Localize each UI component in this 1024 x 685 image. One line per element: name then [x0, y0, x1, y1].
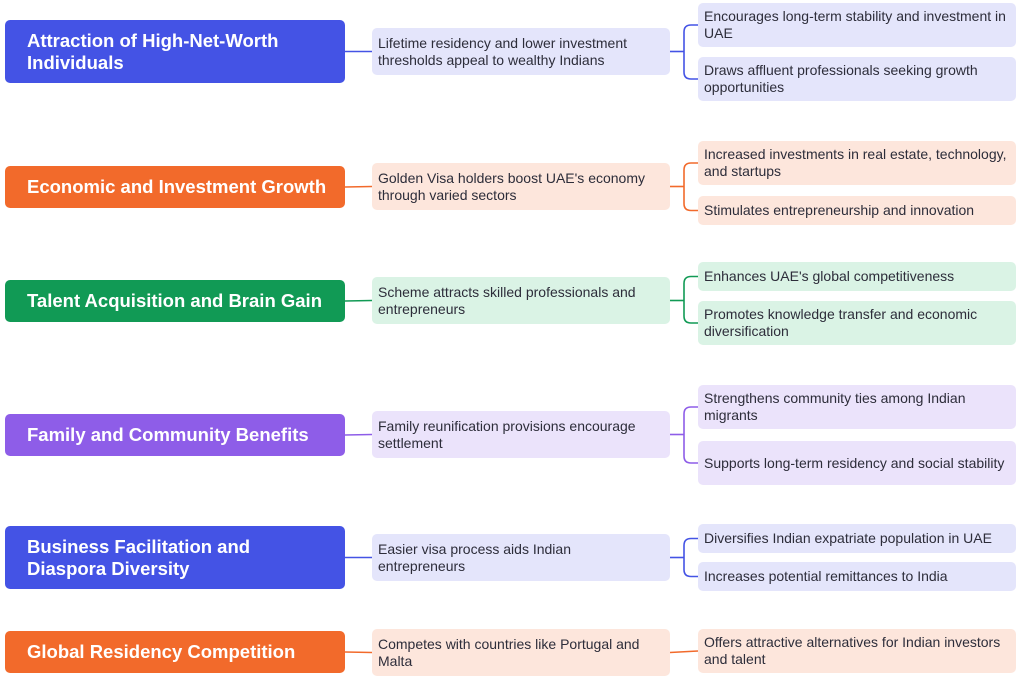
summary-attraction-of-high-net-worth-individuals[interactable]: Lifetime residency and lower investment … — [372, 28, 670, 75]
detail-global-residency-competition-1[interactable]: Offers attractive alternatives for India… — [698, 629, 1016, 673]
connector-topic-talent-acquisition-and-brain-gain — [344, 299, 373, 302]
connector-detail-economic-and-investment-growth-2 — [683, 186, 698, 212]
topic-attraction-of-high-net-worth-individuals[interactable]: Attraction of High-Net-Worth Individuals — [5, 20, 345, 83]
detail-economic-and-investment-growth-1-label: Increased investments in real estate, te… — [704, 146, 1007, 179]
detail-attraction-of-high-net-worth-individuals-2-label: Draws affluent professionals seeking gro… — [704, 62, 978, 95]
connector-detail-talent-acquisition-and-brain-gain-1 — [683, 275, 698, 301]
summary-economic-and-investment-growth[interactable]: Golden Visa holders boost UAE's economy … — [372, 163, 670, 210]
summary-family-and-community-benefits-label: Family reunification provisions encourag… — [378, 417, 636, 451]
topic-talent-acquisition-and-brain-gain-label: Talent Acquisition and Brain Gain — [27, 290, 322, 311]
topic-global-residency-competition-label: Global Residency Competition — [27, 641, 296, 662]
topic-family-and-community-benefits[interactable]: Family and Community Benefits — [5, 414, 345, 456]
summary-global-residency-competition-label: Competes with countries like Portugal an… — [378, 635, 640, 669]
connector-detail-talent-acquisition-and-brain-gain-2 — [683, 300, 698, 324]
connector-topic-global-residency-competition — [344, 651, 373, 654]
connector-detail-global-residency-competition — [669, 650, 699, 654]
summary-talent-acquisition-and-brain-gain[interactable]: Scheme attracts skilled professionals an… — [372, 277, 670, 324]
topic-economic-and-investment-growth[interactable]: Economic and Investment Growth — [5, 166, 345, 208]
summary-talent-acquisition-and-brain-gain-label: Scheme attracts skilled professionals an… — [378, 283, 636, 317]
detail-attraction-of-high-net-worth-individuals-1-label: Encourages long-term stability and inves… — [704, 8, 1006, 41]
topic-attraction-of-high-net-worth-individuals-label: Attraction of High-Net-Worth Individuals — [27, 29, 279, 73]
detail-family-and-community-benefits-1[interactable]: Strengthens community ties among Indian … — [698, 385, 1016, 429]
connector-topic-family-and-community-benefits — [344, 433, 373, 436]
connector-detail-attraction-of-high-net-worth-individuals-1 — [683, 24, 698, 52]
detail-talent-acquisition-and-brain-gain-2[interactable]: Promotes knowledge transfer and economic… — [698, 301, 1016, 345]
connector-detail-family-and-community-benefits-1 — [683, 406, 698, 435]
detail-business-facilitation-and-diaspora-diversity-1[interactable]: Diversifies Indian expatriate population… — [698, 524, 1016, 553]
topic-economic-and-investment-growth-label: Economic and Investment Growth — [27, 176, 327, 197]
detail-attraction-of-high-net-worth-individuals-1[interactable]: Encourages long-term stability and inves… — [698, 3, 1016, 47]
detail-economic-and-investment-growth-2[interactable]: Stimulates entrepreneurship and innovati… — [698, 196, 1016, 225]
connector-detail-economic-and-investment-growth-1 — [683, 162, 698, 187]
topic-talent-acquisition-and-brain-gain[interactable]: Talent Acquisition and Brain Gain — [5, 280, 345, 322]
topic-global-residency-competition[interactable]: Global Residency Competition — [5, 631, 345, 673]
topic-family-and-community-benefits-label: Family and Community Benefits — [27, 424, 309, 445]
connector-detail-family-and-community-benefits-2 — [683, 434, 698, 464]
detail-attraction-of-high-net-worth-individuals-2[interactable]: Draws affluent professionals seeking gro… — [698, 57, 1016, 101]
connector-detail-attraction-of-high-net-worth-individuals-2 — [683, 51, 698, 80]
detail-talent-acquisition-and-brain-gain-1[interactable]: Enhances UAE's global competitiveness — [698, 262, 1016, 291]
summary-business-facilitation-and-diaspora-diversity[interactable]: Easier visa process aids Indian entrepre… — [372, 534, 670, 581]
connector-topic-economic-and-investment-growth — [344, 185, 373, 188]
detail-business-facilitation-and-diaspora-diversity-1-label: Diversifies Indian expatriate population… — [704, 530, 992, 546]
detail-economic-and-investment-growth-1[interactable]: Increased investments in real estate, te… — [698, 141, 1016, 185]
detail-family-and-community-benefits-2[interactable]: Supports long-term residency and social … — [698, 441, 1016, 485]
detail-business-facilitation-and-diaspora-diversity-2[interactable]: Increases potential remittances to India — [698, 562, 1016, 591]
summary-attraction-of-high-net-worth-individuals-label: Lifetime residency and lower investment … — [378, 34, 628, 68]
summary-economic-and-investment-growth-label: Golden Visa holders boost UAE's economy … — [378, 169, 646, 203]
detail-family-and-community-benefits-2-label: Supports long-term residency and social … — [704, 454, 1005, 471]
detail-economic-and-investment-growth-2-label: Stimulates entrepreneurship and innovati… — [704, 202, 975, 218]
detail-global-residency-competition-1-label: Offers attractive alternatives for India… — [704, 634, 1001, 667]
topic-business-facilitation-and-diaspora-diversity[interactable]: Business Facilitation and Diaspora Diver… — [5, 526, 345, 589]
summary-global-residency-competition[interactable]: Competes with countries like Portugal an… — [372, 629, 670, 676]
summary-business-facilitation-and-diaspora-diversity-label: Easier visa process aids Indian entrepre… — [378, 540, 571, 574]
connector-detail-business-facilitation-and-diaspora-diversity-1 — [683, 537, 698, 558]
connector-detail-business-facilitation-and-diaspora-diversity-2 — [683, 557, 698, 578]
detail-family-and-community-benefits-1-label: Strengthens community ties among Indian … — [704, 390, 966, 423]
detail-talent-acquisition-and-brain-gain-1-label: Enhances UAE's global competitiveness — [704, 268, 955, 284]
topic-business-facilitation-and-diaspora-diversity-label: Business Facilitation and Diaspora Diver… — [27, 535, 251, 579]
detail-talent-acquisition-and-brain-gain-2-label: Promotes knowledge transfer and economic… — [704, 306, 978, 339]
summary-family-and-community-benefits[interactable]: Family reunification provisions encourag… — [372, 411, 670, 458]
detail-business-facilitation-and-diaspora-diversity-2-label: Increases potential remittances to India — [704, 568, 948, 584]
